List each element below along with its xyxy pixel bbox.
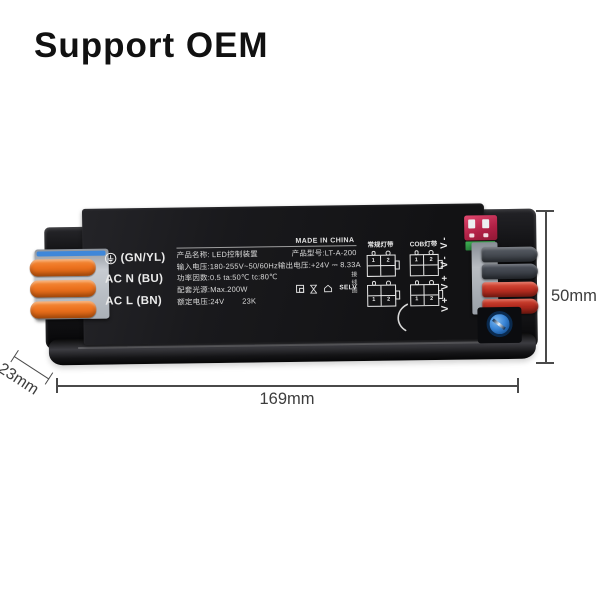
connector-diagram: 1 2 bbox=[409, 280, 443, 307]
spec-row-name-model: 产品名称: LED控制装置 产品型号:LT-A-200 bbox=[176, 248, 357, 260]
rated-code: 23K bbox=[242, 296, 257, 306]
dip-dot bbox=[483, 233, 489, 238]
dip-slider bbox=[468, 219, 476, 229]
pin-number: 2 bbox=[386, 257, 390, 264]
pin-mark-icon bbox=[414, 250, 419, 255]
wiring-title-cob: COB灯带 bbox=[409, 240, 438, 249]
dip-switch bbox=[464, 215, 498, 241]
connector-diagram: 1 2 bbox=[409, 250, 443, 277]
brand-title: Support OEM bbox=[34, 26, 269, 65]
height-dimension-line bbox=[545, 211, 547, 363]
depth-tick bbox=[10, 350, 20, 363]
certification-icons: SELV bbox=[296, 284, 357, 294]
output-lever-v-minus bbox=[481, 263, 538, 280]
wiring-diagram-section: 接线图 常规灯带 1 2 1 2 bbox=[350, 237, 477, 315]
spec-row-power-factor: 功率因数:0.5 ta:50℃ tc:80℃ bbox=[176, 272, 357, 283]
dip-slider bbox=[482, 219, 490, 229]
indoor-use-house-icon bbox=[324, 284, 333, 293]
pin-number: 1 bbox=[414, 256, 418, 263]
output-polarity-labels: V+ V+ V- V- bbox=[438, 234, 451, 313]
dip-dot bbox=[469, 233, 475, 238]
pin-mark-icon bbox=[428, 280, 434, 285]
pin-mark-icon bbox=[385, 250, 391, 256]
neutral-label: AC N (BU) bbox=[104, 273, 164, 286]
input-terminal-labels: (GN/YL) AC N (BU) AC L (BN) bbox=[104, 246, 201, 312]
pin-number: 2 bbox=[430, 296, 434, 303]
output-lever-v-plus bbox=[481, 281, 539, 298]
depth-tick bbox=[44, 372, 54, 385]
earth-label-row: (GN/YL) bbox=[104, 246, 200, 269]
input-lever-line bbox=[30, 300, 97, 319]
pin-number: 1 bbox=[415, 296, 419, 303]
input-lever-earth bbox=[29, 258, 96, 277]
input-terminal-block bbox=[29, 248, 110, 320]
product-model: 产品型号:LT-A-200 bbox=[291, 248, 357, 259]
connector-diagram: 1 2 bbox=[366, 250, 400, 277]
input-voltage: 输入电压:180-255V~50/60Hz bbox=[176, 260, 278, 272]
length-dimension-label: 169mm bbox=[259, 390, 315, 408]
pin-mark-icon bbox=[414, 280, 420, 285]
input-lever-neutral bbox=[29, 279, 97, 298]
spec-row-voltage: 输入电压:180-255V~50/60Hz 输出电压:+24V ⎓ 8.33A bbox=[176, 260, 361, 272]
class-ii-icon bbox=[296, 284, 305, 293]
pin-number: 1 bbox=[371, 257, 375, 264]
length-dimension-tick bbox=[56, 378, 58, 393]
max-load: 配套光源:Max.200W bbox=[177, 284, 248, 295]
connector-latch-icon bbox=[394, 260, 400, 270]
pin-number: 2 bbox=[387, 296, 391, 303]
height-dimension-label: 50mm bbox=[551, 287, 597, 305]
pin-mark-icon bbox=[371, 280, 377, 286]
wiring-columns: 常规灯带 1 2 1 2 bbox=[363, 237, 477, 315]
thermal-hourglass-icon bbox=[310, 284, 318, 294]
led-driver-device: (GN/YL) AC N (BU) AC L (BN) MADE IN CHIN… bbox=[29, 195, 539, 374]
power-factor: 功率因数:0.5 ta:50℃ tc:80℃ bbox=[176, 272, 278, 283]
spec-label: MADE IN CHINA 产品名称: LED控制装置 产品型号:LT-A-20… bbox=[176, 237, 361, 307]
earth-icon bbox=[104, 252, 117, 264]
pin-mark-icon bbox=[385, 280, 391, 286]
line-label: AC L (BN) bbox=[105, 294, 163, 308]
earth-label: (GN/YL) bbox=[120, 251, 166, 265]
wiring-title-regular: 常规灯带 bbox=[367, 241, 394, 249]
pin-number: 1 bbox=[372, 296, 376, 303]
length-dimension-tick bbox=[517, 378, 519, 393]
pin-number: 2 bbox=[429, 256, 433, 263]
product-name: 产品名称: LED控制装置 bbox=[176, 249, 259, 260]
connector-latch-icon bbox=[394, 290, 400, 300]
pin-mark-icon bbox=[428, 250, 434, 255]
wiring-side-label: 接线图 bbox=[349, 271, 357, 296]
output-lever-v-minus bbox=[481, 246, 538, 263]
wiring-column-cob-strip: COB灯带 1 2 1 2 bbox=[406, 238, 443, 314]
length-dimension-line bbox=[56, 385, 518, 387]
spec-row-load: 配套光源:Max.200W SELV bbox=[177, 284, 357, 296]
pin-mark-icon bbox=[371, 250, 376, 256]
height-dimension-tick bbox=[536, 362, 554, 364]
height-dimension-tick bbox=[536, 210, 554, 212]
adjust-arc-icon bbox=[397, 303, 409, 332]
output-voltage: 输出电压:+24V ⎓ 8.33A bbox=[277, 259, 361, 270]
rated-voltage: 额定电压:24V bbox=[177, 296, 225, 307]
